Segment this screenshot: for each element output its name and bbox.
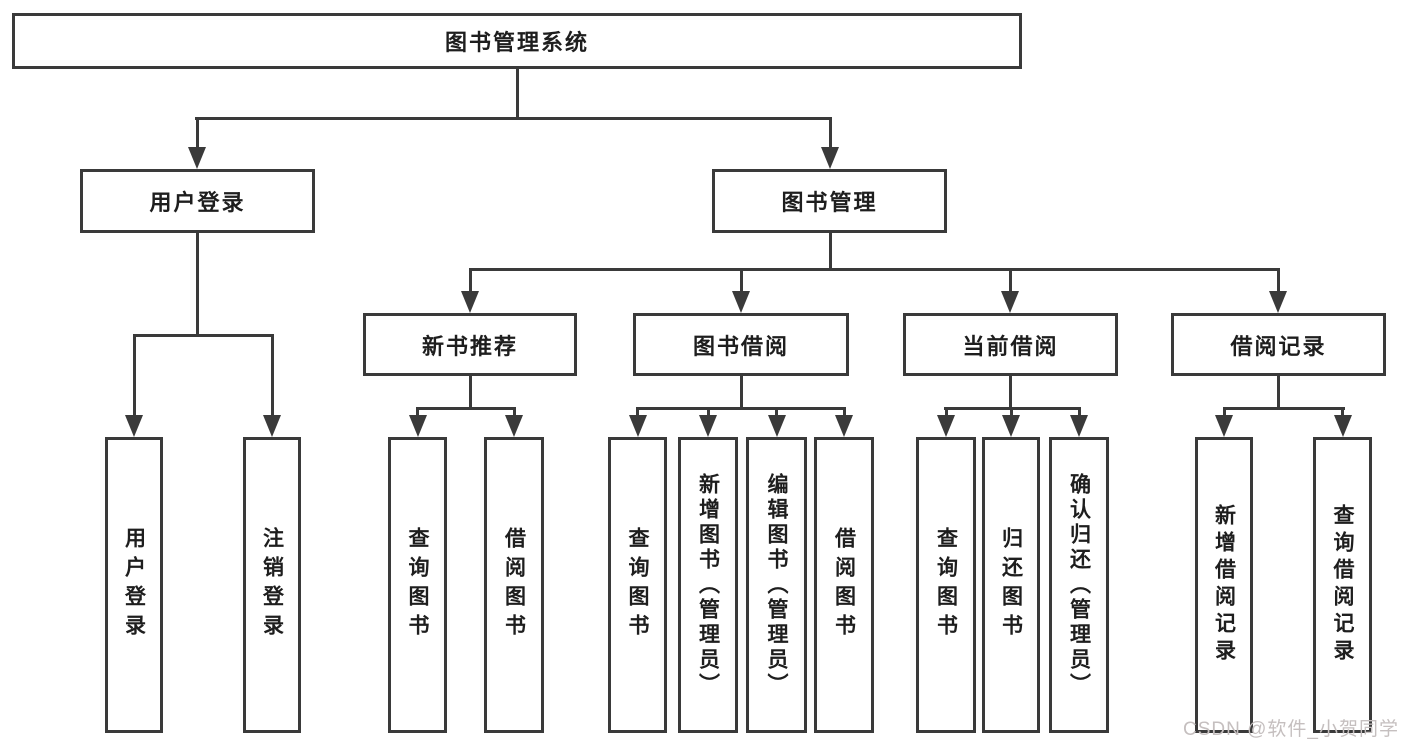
connector-line [1276,268,1280,294]
connector-line [842,407,846,419]
connector-line [416,407,419,419]
node-library-system-label: 图书管理系统 [444,30,589,55]
connector-arrowhead [461,291,479,313]
node-leaf-query-books-3-label: 查询图书 [934,527,958,643]
connector-line [1341,407,1344,419]
connector-line [195,117,832,120]
node-leaf-borrow-books-1: 借阅图书 [484,437,544,733]
node-leaf-return-book: 归还图书 [982,437,1040,733]
node-new-book-recommend: 新书推荐 [363,313,577,376]
connector-line [1276,375,1280,410]
node-library-system: 图书管理系统 [12,13,1022,69]
node-leaf-borrow-books-2-label: 借阅图书 [832,527,856,643]
node-leaf-user-login-label: 用户登录 [122,527,146,643]
connector-line [416,407,516,410]
node-book-borrow-label: 图书借阅 [692,333,789,359]
node-current-borrow-label: 当前借阅 [962,333,1059,359]
node-leaf-query-books-2-label: 查询图书 [626,527,649,643]
node-leaf-add-book: 新增图书（管理员） [678,437,738,733]
node-borrow-records: 借阅记录 [1171,313,1386,376]
connector-line [270,334,274,418]
node-leaf-edit-book-label: 编辑图书（管理员） [765,472,788,698]
connector-arrowhead [1269,291,1287,313]
connector-line [1008,375,1012,410]
connector-arrowhead [1215,415,1233,437]
connector-arrowhead [125,415,143,437]
connector-line [775,407,778,419]
connector-line [828,117,832,149]
csdn-watermark: CSDN @软件_小贺同学 [1183,719,1399,740]
connector-line [1222,407,1226,419]
connector-line [636,407,639,419]
connector-line [739,375,743,410]
connector-arrowhead [263,415,281,437]
node-book-management: 图书管理 [712,169,947,233]
node-leaf-confirm-return-label: 确认归还（管理员） [1067,472,1091,698]
connector-arrowhead [628,415,647,437]
connector-arrowhead [821,147,839,169]
node-leaf-user-login: 用户登录 [105,437,163,733]
node-user-login-label: 用户登录 [149,190,246,215]
connector-arrowhead [1070,415,1088,437]
node-leaf-add-borrow-record-label: 新增借阅记录 [1212,504,1236,666]
node-current-borrow: 当前借阅 [903,313,1118,376]
node-leaf-query-books-1-label: 查询图书 [406,527,429,643]
connector-line [1009,407,1013,419]
node-leaf-add-borrow-record: 新增借阅记录 [1195,437,1253,733]
node-leaf-query-borrow-record-label: 查询借阅记录 [1331,504,1354,666]
connector-line [468,268,1280,271]
connector-line [944,407,1081,410]
connector-line [944,407,948,419]
connector-arrowhead [732,291,750,313]
node-user-login: 用户登录 [80,169,315,233]
connector-line [828,233,832,271]
connector-line [195,233,199,336]
node-leaf-edit-book: 编辑图书（管理员） [746,437,807,733]
node-new-book-recommend-label: 新书推荐 [421,333,518,359]
connector-line [512,407,516,419]
connector-arrowhead [188,147,206,169]
connector-arrowhead [937,415,955,437]
node-borrow-records-label: 借阅记录 [1230,333,1327,359]
connector-arrowhead [767,415,786,437]
node-leaf-borrow-books-2: 借阅图书 [814,437,874,733]
node-leaf-return-book-label: 归还图书 [999,527,1023,643]
node-leaf-logout-label: 注销登录 [260,527,284,643]
connector-line [706,407,710,419]
node-leaf-query-books-2: 查询图书 [608,437,667,733]
node-book-management-label: 图书管理 [781,190,878,215]
node-leaf-logout: 注销登录 [243,437,301,733]
node-leaf-confirm-return: 确认归还（管理员） [1049,437,1109,733]
connector-line [468,375,472,410]
connector-arrowhead [835,415,853,437]
connector-arrowhead [408,415,427,437]
connector-line [1222,407,1345,410]
node-leaf-query-books-1: 查询图书 [388,437,447,733]
connector-arrowhead [505,415,523,437]
connector-line [739,268,743,294]
connector-line [516,69,519,120]
node-book-borrow: 图书借阅 [633,313,849,376]
connector-line [1008,268,1012,294]
node-leaf-query-borrow-record: 查询借阅记录 [1313,437,1372,733]
connector-arrowhead [1002,415,1020,437]
connector-line [636,407,846,410]
connector-line [195,117,199,149]
connector-line [132,334,136,418]
connector-arrowhead [1333,415,1352,437]
connector-line [132,334,274,337]
connector-arrowhead [1001,291,1019,313]
node-leaf-query-books-3: 查询图书 [916,437,976,733]
connector-arrowhead [699,415,717,437]
connector-line [1077,407,1081,419]
node-leaf-add-book-label: 新增图书（管理员） [696,472,720,698]
node-leaf-borrow-books-1-label: 借阅图书 [502,527,526,643]
connector-line [468,268,472,294]
